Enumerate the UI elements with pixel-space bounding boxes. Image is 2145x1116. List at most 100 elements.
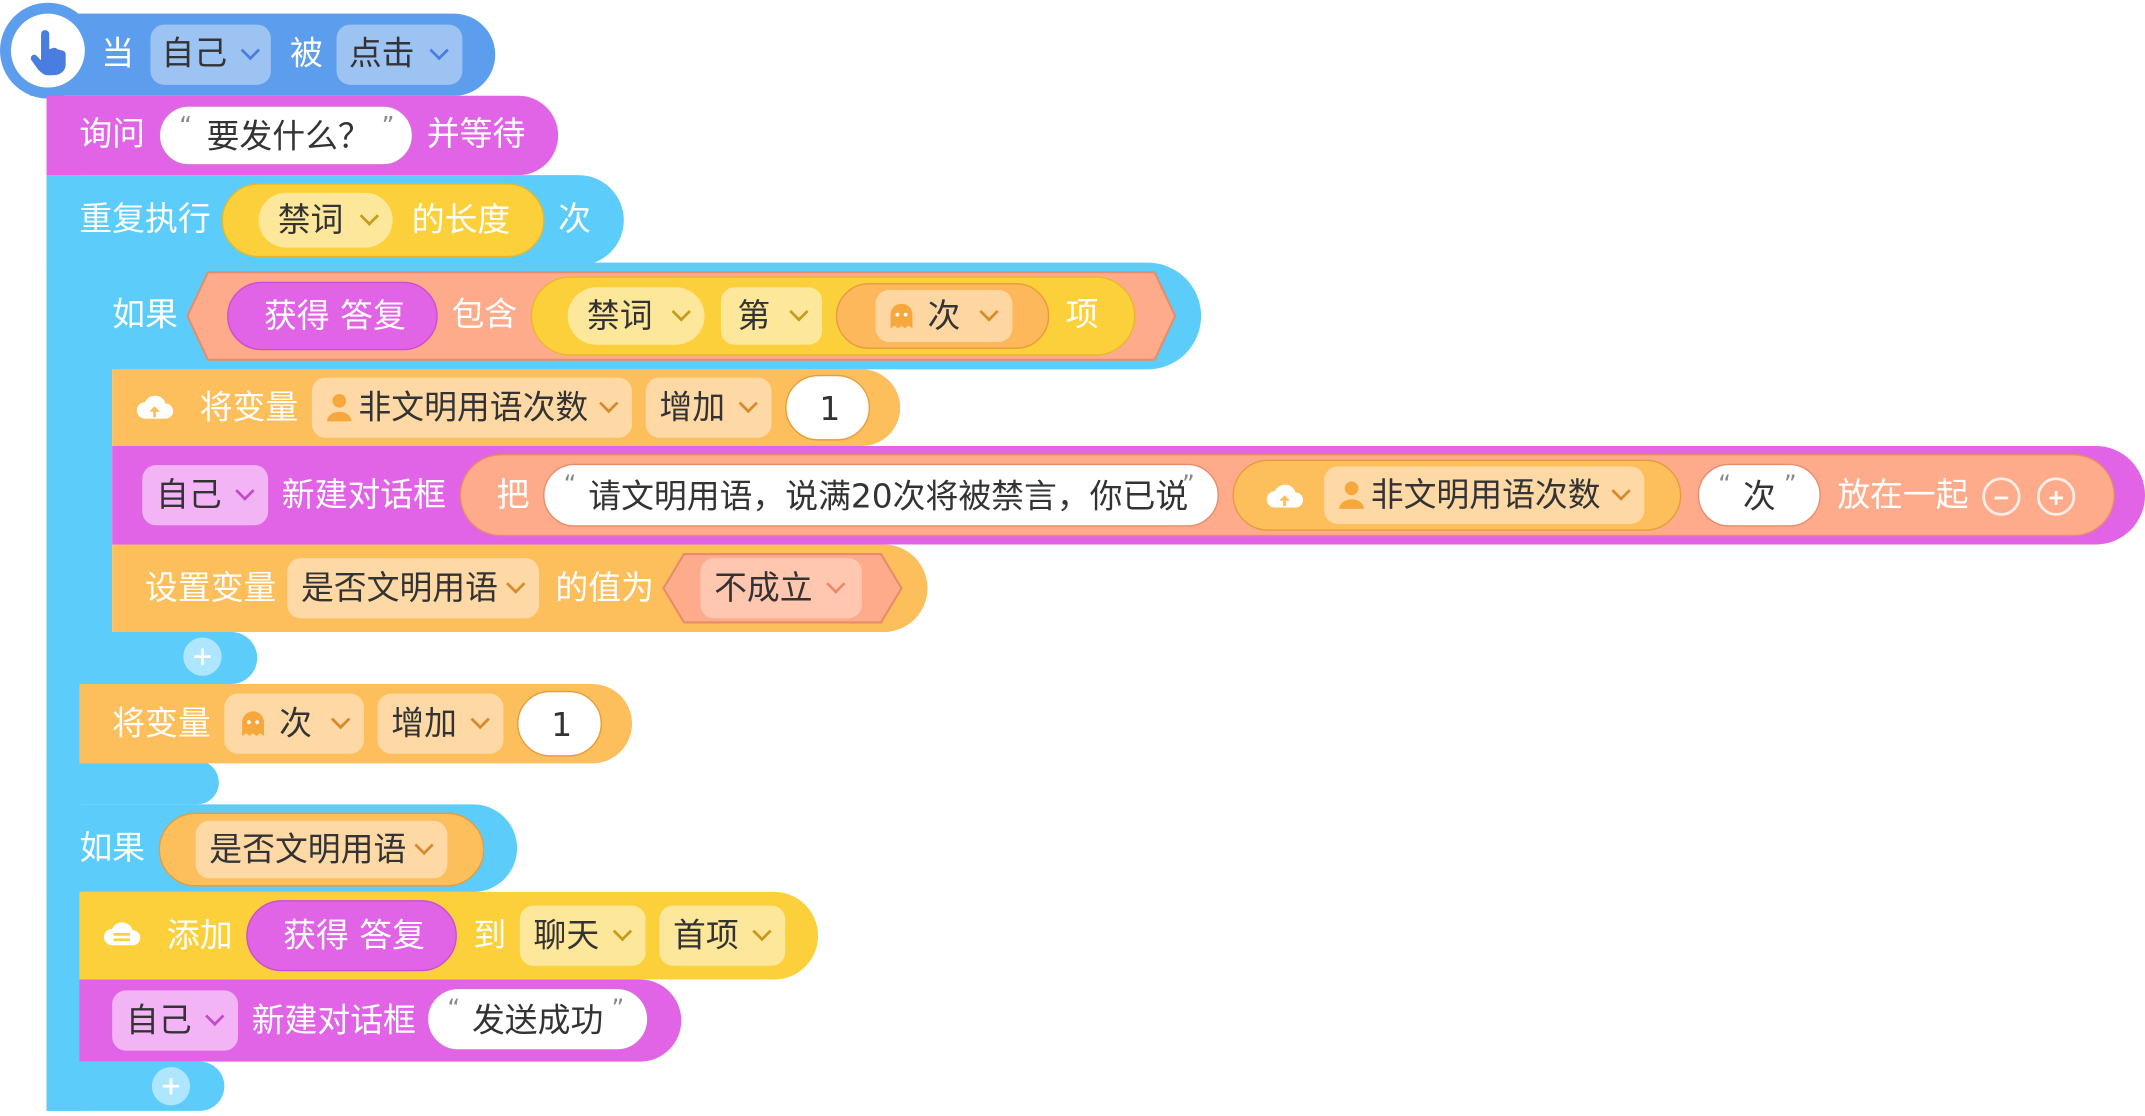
join-text1-input[interactable]: “ 请文明用语，说满20次将被禁言，你已说 ”	[543, 463, 1219, 527]
change2-value: 1	[551, 705, 573, 745]
join-variable-value: 非文明用语次数	[1370, 476, 1601, 515]
say2-label: 新建对话框	[251, 1001, 416, 1040]
chevron-down-icon	[235, 481, 255, 501]
change1-op-value: 增加	[659, 388, 726, 427]
close-quote: ”	[1181, 470, 1195, 500]
join-variable-reporter[interactable]: 非文明用语次数	[1232, 459, 1682, 531]
chevron-down-icon	[979, 302, 999, 322]
list-item-reporter[interactable]: 禁词 第 次 项	[530, 276, 1136, 356]
add-label: 添加	[166, 916, 233, 955]
add-position-value: 首项	[673, 916, 739, 955]
cloud-list-icon	[103, 922, 141, 946]
change1-variable-value: 非文明用语次数	[358, 388, 589, 427]
chevron-down-icon	[330, 709, 351, 730]
set1-variable-dropdown[interactable]: 是否文明用语	[287, 558, 539, 619]
say1-label: 新建对话框	[281, 476, 446, 515]
event-is-label: 被	[290, 34, 323, 73]
if2-condition-value: 是否文明用语	[209, 830, 407, 869]
chevron-down-icon	[359, 206, 380, 226]
change2-value-input[interactable]: 1	[517, 690, 602, 757]
chevron-down-icon	[240, 40, 261, 61]
user-icon	[326, 393, 352, 422]
change2-op-dropdown[interactable]: 增加	[377, 693, 504, 754]
chevron-down-icon	[414, 835, 434, 856]
list-length-reporter[interactable]: 禁词 的长度	[221, 183, 545, 258]
close-quote: ”	[381, 112, 395, 141]
add-answer-reporter[interactable]: 获得 答复	[246, 900, 457, 972]
say2-target-value: 自己	[125, 1001, 192, 1040]
minus-icon[interactable]	[1982, 477, 2021, 516]
say2-text-input[interactable]: “ 发送成功 ”	[426, 987, 649, 1051]
say1-target-value: 自己	[155, 476, 222, 515]
ask-question-input[interactable]: “ 要发什么？ ”	[158, 105, 414, 166]
join-label: 把	[496, 476, 530, 515]
add-position-dropdown[interactable]: 首项	[659, 905, 786, 966]
chevron-down-icon	[1611, 481, 1631, 501]
if1-c-foot	[79, 632, 258, 684]
if2-c-foot	[46, 1061, 225, 1111]
set1-variable-value: 是否文明用语	[300, 569, 498, 608]
if1-add-button[interactable]	[183, 637, 222, 676]
chevron-down-icon	[671, 302, 691, 322]
close-quote: ”	[611, 994, 625, 1024]
ghost-icon	[242, 711, 265, 736]
cloud-upload-icon	[1266, 484, 1304, 508]
open-quote: “	[1718, 470, 1731, 500]
index-variable-dropdown[interactable]: 次	[875, 290, 1013, 342]
plus-icon[interactable]	[2036, 477, 2076, 516]
say2-text-value: 发送成功	[471, 1001, 604, 1040]
item-suffix-label: 项	[1065, 295, 1099, 334]
length-of-label: 的长度	[411, 201, 511, 240]
if1-list-dropdown[interactable]: 禁词	[567, 287, 705, 345]
open-quote: “	[179, 112, 192, 141]
close-quote: ”	[1783, 470, 1797, 500]
if2-condition-reporter[interactable]: 是否文明用语	[158, 812, 485, 887]
change2-op-value: 增加	[391, 704, 457, 743]
change1-op-dropdown[interactable]: 增加	[645, 377, 772, 438]
repeat-label: 重复执行	[79, 199, 211, 239]
add-to-label: 到	[473, 916, 507, 955]
open-quote: “	[447, 994, 461, 1024]
chevron-down-icon	[599, 393, 619, 414]
event-icon-bg	[10, 13, 85, 88]
join-variable-dropdown[interactable]: 非文明用语次数	[1324, 466, 1645, 524]
change1-value-input[interactable]: 1	[785, 374, 871, 441]
say2-target-dropdown[interactable]: 自己	[112, 990, 239, 1051]
if1-answer-reporter[interactable]: 获得 答复	[227, 281, 438, 351]
open-quote: “	[563, 470, 577, 500]
add-list-value: 聊天	[533, 916, 600, 955]
index-variable-reporter[interactable]: 次	[835, 283, 1050, 349]
chevron-down-icon	[429, 40, 449, 61]
repeat-suffix-label: 次	[558, 199, 591, 239]
ask-question-value: 要发什么？	[206, 117, 371, 156]
event-target-dropdown[interactable]: 自己	[150, 24, 271, 85]
repeat-list-dropdown[interactable]: 禁词	[258, 192, 393, 248]
change1-label: 将变量	[199, 388, 299, 427]
add-answer-label: 获得 答复	[283, 916, 425, 955]
change2-variable-dropdown[interactable]: 次	[224, 693, 364, 754]
change1-variable-dropdown[interactable]: 非文明用语次数	[311, 377, 633, 438]
join-reporter[interactable]: 把 “ 请文明用语，说满20次将被禁言，你已说 ” 非文明用语次数 “ 次 ”	[459, 454, 2115, 537]
pointer-hand-icon	[30, 30, 66, 76]
repeat-c-arm	[46, 175, 83, 805]
item-prefix-chip: 第	[720, 287, 823, 345]
chevron-down-icon	[752, 921, 772, 942]
chevron-down-icon	[470, 709, 490, 730]
if2-label: 如果	[79, 829, 146, 868]
repeat-list-value: 禁词	[277, 201, 344, 240]
if2-condition-dropdown[interactable]: 是否文明用语	[195, 820, 448, 879]
set1-value-dropdown[interactable]: 不成立	[700, 558, 862, 619]
chevron-down-icon	[789, 302, 809, 322]
event-action-dropdown[interactable]: 点击	[336, 24, 463, 85]
join-text1-value: 请文明用语，说满20次将被禁言，你已说	[588, 477, 1189, 516]
change2-label: 将变量	[112, 704, 211, 743]
add-list-dropdown[interactable]: 聊天	[519, 905, 646, 966]
if1-label: 如果	[112, 295, 178, 334]
say1-target-dropdown[interactable]: 自己	[142, 465, 269, 526]
event-when-label: 当	[101, 34, 135, 73]
join-text2-input[interactable]: “ 次 ”	[1697, 463, 1821, 527]
ask-suffix-label: 并等待	[426, 114, 526, 154]
if2-add-button[interactable]	[151, 1067, 191, 1106]
item-prefix-label: 第	[737, 296, 771, 336]
